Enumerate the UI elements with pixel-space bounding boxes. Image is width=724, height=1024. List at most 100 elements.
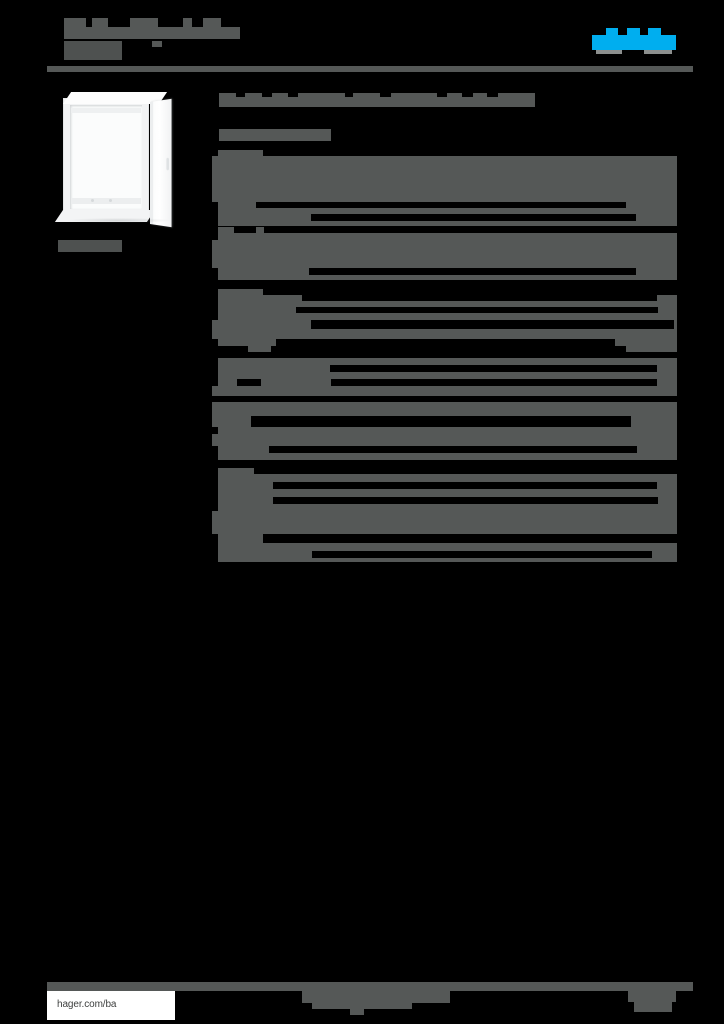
table-row (206, 489, 677, 497)
table-row (206, 543, 677, 551)
table-row (206, 268, 677, 275)
footer-right-block (628, 991, 676, 1002)
enclosure-screw-left (91, 199, 94, 202)
page-title-notch-1 (236, 93, 245, 97)
table-row (206, 214, 677, 221)
row-cut (263, 289, 677, 295)
footer-right-block-2 (634, 1002, 672, 1012)
row-cut (206, 320, 212, 329)
logo-notch-b-icon (618, 28, 627, 35)
footer-url-box[interactable]: hager.com/ba (47, 991, 175, 1020)
table-row (206, 386, 677, 396)
row-cut (206, 379, 218, 386)
row-cut (206, 150, 218, 156)
product-figure (47, 82, 197, 262)
logo-notch-a-icon (592, 28, 606, 35)
enclosure-door-hinge-edge (150, 101, 154, 225)
row-cut (263, 534, 677, 543)
enclosure-screw-right (109, 199, 112, 202)
row-cut (206, 240, 212, 268)
row-cut (206, 489, 218, 497)
table-row (206, 551, 677, 558)
footer-center-notch (350, 1009, 364, 1015)
enclosure-ground-shadow (67, 218, 171, 223)
row-cut (206, 313, 218, 320)
row-cut (251, 416, 631, 427)
product-caption (58, 240, 122, 252)
spec-group-3 (206, 358, 677, 396)
row-cut (206, 346, 248, 352)
header-divider (47, 66, 693, 72)
table-row (206, 497, 677, 504)
footer-center-block-2 (312, 1001, 412, 1009)
hager-wordmark (592, 28, 676, 50)
row-cut (206, 214, 218, 221)
row-cut (273, 482, 657, 489)
row-cut (206, 289, 218, 295)
spec-group-gap-1 (206, 280, 677, 289)
table-row (206, 202, 677, 208)
row-cut (206, 156, 212, 202)
product-image-enclosure (54, 86, 177, 228)
table-row (206, 365, 677, 372)
row-cut (330, 365, 657, 372)
footer-center-block (302, 991, 450, 1003)
row-cut (271, 346, 626, 352)
row-cut (206, 307, 218, 313)
table-row (206, 468, 677, 474)
row-cut (206, 474, 218, 482)
row-cut (206, 497, 218, 504)
header-title-line-1d (183, 18, 192, 27)
page-title-notch-4 (345, 93, 353, 97)
row-cut (237, 379, 261, 386)
row-cut (254, 468, 677, 474)
spec-group-gap-4 (206, 460, 677, 468)
page-title-notch-3 (288, 93, 298, 97)
hager-logo (592, 28, 676, 54)
row-cut (206, 468, 218, 474)
row-cut (206, 427, 218, 434)
row-cut (206, 301, 218, 307)
table-row (206, 474, 677, 482)
row-cut (234, 227, 256, 233)
page-title-notch-2 (262, 93, 272, 97)
table-row (206, 150, 677, 156)
enclosure-door (150, 98, 172, 228)
row-cut (206, 372, 218, 379)
row-cut (206, 482, 218, 489)
specification-table (206, 150, 677, 562)
spec-group-2 (206, 289, 677, 352)
row-cut (206, 329, 212, 339)
row-cut (206, 504, 218, 511)
row-cut (302, 295, 657, 301)
row-cut (206, 453, 218, 460)
row-cut (296, 307, 658, 313)
row-cut (206, 358, 218, 365)
logo-underline-notch (622, 50, 644, 54)
row-cut (206, 511, 212, 534)
enclosure-door-handle (166, 157, 169, 171)
table-row (206, 339, 677, 346)
spec-group-1 (206, 150, 677, 280)
spec-group-4 (206, 402, 677, 460)
row-cut (206, 446, 218, 453)
row-cut (331, 379, 657, 386)
logo-notch-d-icon (661, 28, 676, 35)
table-row (206, 416, 677, 427)
table-row (206, 307, 677, 313)
header-title-line-1 (64, 18, 86, 27)
row-cut (206, 295, 218, 301)
footer-url-link[interactable]: hager.com/ba (57, 999, 117, 1010)
footer-divider (47, 982, 693, 991)
table-row (206, 295, 677, 301)
table-row (206, 156, 677, 202)
row-cut (264, 227, 677, 233)
logo-notch-c-icon (640, 28, 648, 35)
row-cut (206, 558, 218, 562)
page-header (0, 0, 724, 80)
table-row (206, 434, 677, 446)
row-cut (256, 202, 626, 208)
row-cut (206, 275, 218, 280)
row-cut (206, 434, 212, 446)
